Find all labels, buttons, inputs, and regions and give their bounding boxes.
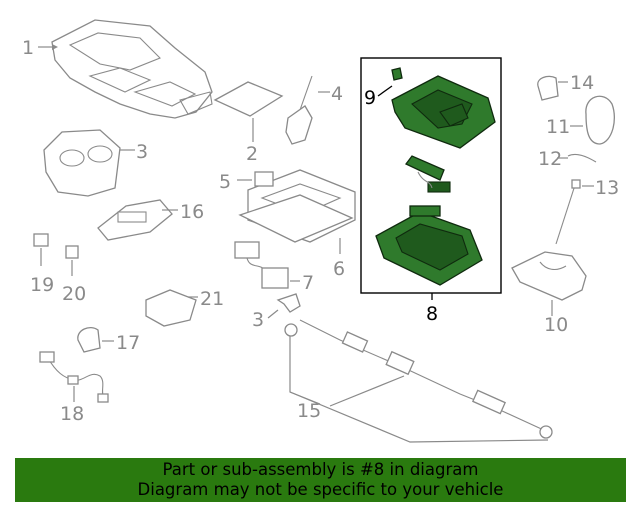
part-6-gasket[interactable] bbox=[238, 194, 354, 243]
part-12-clip[interactable] bbox=[567, 153, 597, 163]
banner-line-2: Diagram may not be specific to your vehi… bbox=[137, 480, 504, 499]
callout-18: 18 bbox=[60, 403, 84, 425]
callout-21: 21 bbox=[200, 288, 224, 310]
part-2-mat[interactable] bbox=[213, 81, 284, 117]
part-19-switch[interactable] bbox=[33, 233, 49, 247]
callout-10: 10 bbox=[544, 314, 568, 336]
callout-6: 6 bbox=[333, 258, 345, 280]
callout-3: 3 bbox=[136, 141, 148, 163]
part-3-cup-holder[interactable] bbox=[43, 129, 121, 197]
part-21-module[interactable] bbox=[145, 289, 197, 327]
callout-5: 5 bbox=[219, 171, 231, 193]
callout-9: 9 bbox=[364, 87, 376, 109]
part-8-shift-lever-assembly[interactable] bbox=[375, 75, 496, 286]
parts-diagram: 1 2 3 4 5 6 7 3 bbox=[22, 19, 619, 443]
callout-8: 8 bbox=[426, 303, 438, 325]
banner-line-1: Part or sub-assembly is #8 in diagram bbox=[162, 460, 479, 479]
part-20-switch[interactable] bbox=[65, 245, 79, 259]
callout-15: 15 bbox=[297, 400, 321, 422]
callout-13: 13 bbox=[595, 177, 619, 199]
part-3-clip[interactable] bbox=[276, 293, 301, 313]
callout-16: 16 bbox=[180, 201, 204, 223]
part-1-console-trim[interactable] bbox=[51, 19, 213, 119]
part-14-cap[interactable] bbox=[537, 75, 559, 101]
part-15-shift-cable[interactable] bbox=[284, 319, 553, 439]
part-10-shift-boot[interactable] bbox=[511, 251, 587, 301]
highlight-box bbox=[360, 57, 502, 294]
callout-12: 12 bbox=[538, 148, 562, 170]
callout-1: 1 bbox=[22, 37, 34, 59]
callout-2: 2 bbox=[246, 143, 258, 165]
callout-17: 17 bbox=[116, 332, 140, 354]
info-banner: Part or sub-assembly is #8 in diagram Di… bbox=[15, 458, 626, 502]
callout-4: 4 bbox=[331, 83, 343, 105]
part-4-lever[interactable] bbox=[285, 75, 313, 145]
part-13-shift-rod[interactable] bbox=[555, 179, 581, 245]
part-17-plug[interactable] bbox=[77, 326, 101, 353]
callout-7: 7 bbox=[302, 272, 314, 294]
part-18-harness[interactable] bbox=[39, 351, 109, 403]
part-7-connector[interactable] bbox=[234, 241, 289, 289]
part-11-shift-knob[interactable] bbox=[585, 95, 615, 145]
part-16-switch[interactable] bbox=[97, 199, 173, 241]
callout-3b: 3 bbox=[252, 309, 264, 331]
callout-19: 19 bbox=[30, 274, 54, 296]
callout-11: 11 bbox=[546, 116, 570, 138]
callout-20: 20 bbox=[62, 283, 86, 305]
callout-14: 14 bbox=[570, 72, 594, 94]
part-9-clip[interactable] bbox=[391, 67, 403, 81]
